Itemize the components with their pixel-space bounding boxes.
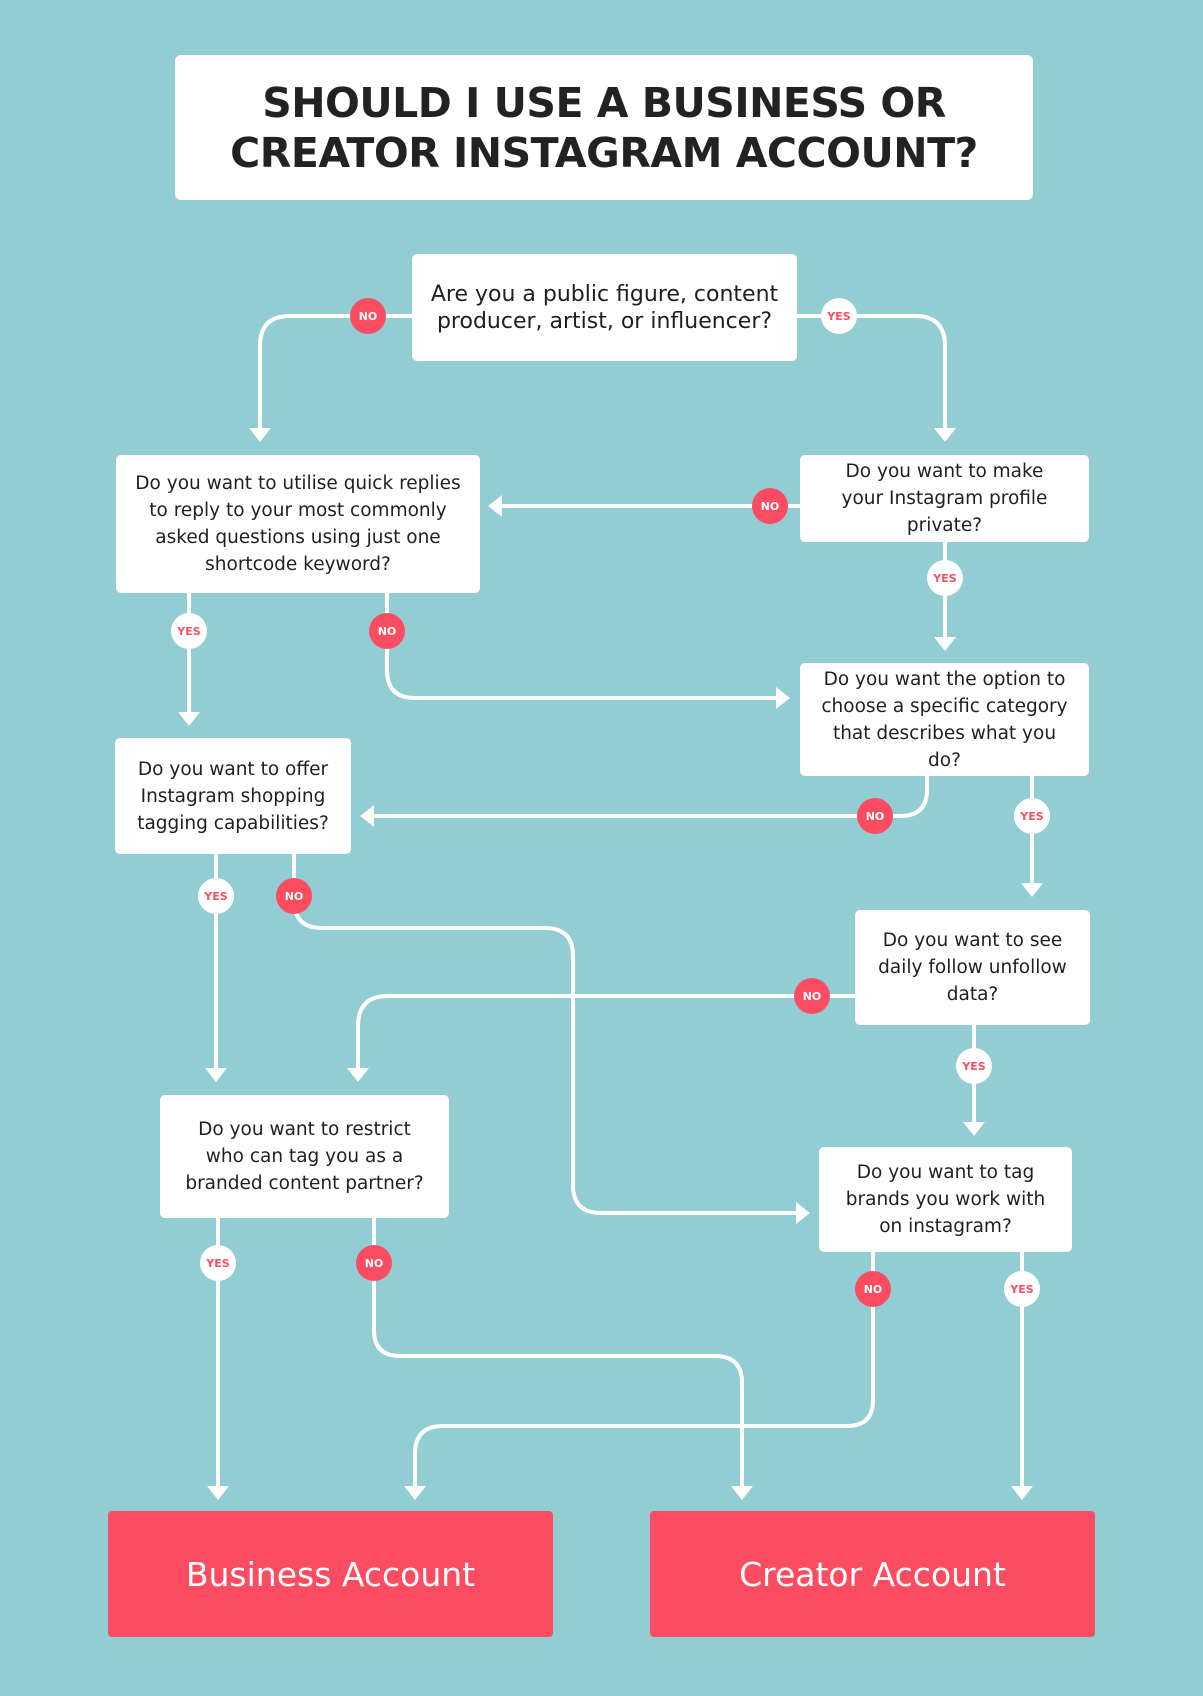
badge-no: NO bbox=[752, 488, 788, 524]
arrowhead-icon bbox=[205, 1068, 227, 1082]
arrowhead-icon bbox=[934, 637, 956, 651]
svg-text:NO: NO bbox=[359, 310, 378, 323]
question-text: Do you want to offer Instagram shopping … bbox=[137, 758, 329, 834]
arrowhead-icon bbox=[1021, 883, 1043, 897]
connector-q6-no bbox=[356, 994, 857, 1072]
question-follow-unfollow: Do you want to see daily follow unfollow… bbox=[855, 910, 1090, 1025]
svg-text:NO: NO bbox=[864, 1283, 883, 1296]
arrowhead-icon bbox=[731, 1486, 753, 1500]
svg-text:YES: YES bbox=[203, 890, 227, 903]
connector-q5-no bbox=[292, 852, 804, 1215]
svg-text:YES: YES bbox=[932, 572, 956, 585]
svg-text:NO: NO bbox=[365, 1257, 384, 1270]
arrowhead-icon bbox=[207, 1486, 229, 1500]
badge-no: NO bbox=[356, 1245, 392, 1281]
badge-yes: YES bbox=[198, 878, 234, 914]
svg-text:YES: YES bbox=[961, 1060, 985, 1073]
svg-text:NO: NO bbox=[761, 500, 780, 513]
arrowhead-icon bbox=[178, 712, 200, 726]
connector-q7-no bbox=[372, 1216, 744, 1492]
svg-text:YES: YES bbox=[1019, 810, 1043, 823]
arrowhead-icon bbox=[347, 1068, 369, 1082]
badge-no: NO bbox=[794, 978, 830, 1014]
arrowhead-icon bbox=[934, 428, 956, 442]
question-text: Do you want the option to choose a speci… bbox=[821, 668, 1068, 771]
badge-yes: YES bbox=[1014, 798, 1050, 834]
arrowhead-icon bbox=[963, 1122, 985, 1136]
question-text: Are you a public figure, content produce… bbox=[430, 281, 779, 334]
badge-no: NO bbox=[276, 878, 312, 914]
svg-text:NO: NO bbox=[803, 990, 822, 1003]
question-text: Do you want to utilise quick replies to … bbox=[135, 473, 461, 575]
svg-text:NO: NO bbox=[866, 810, 885, 823]
svg-text:YES: YES bbox=[826, 310, 850, 323]
question-category: Do you want the option to choose a speci… bbox=[800, 663, 1089, 776]
question-private-profile: Do you want to make your Instagram profi… bbox=[800, 455, 1089, 542]
question-text: Do you want to make your Instagram profi… bbox=[841, 461, 1048, 536]
connector-q4-no bbox=[368, 774, 929, 818]
badge-no: NO bbox=[350, 298, 386, 334]
question-text: Do you want to tag brands you work with … bbox=[845, 1162, 1046, 1237]
title-box: SHOULD I USE A BUSINESS OR CREATOR INSTA… bbox=[175, 55, 1033, 200]
arrowhead-icon bbox=[404, 1486, 426, 1500]
title-line-2: CREATOR INSTAGRAM ACCOUNT? bbox=[230, 128, 978, 177]
badge-no: NO bbox=[369, 613, 405, 649]
arrowhead-icon bbox=[360, 805, 374, 827]
badge-no: NO bbox=[855, 1271, 891, 1307]
title-line-1: SHOULD I USE A BUSINESS OR bbox=[262, 78, 946, 127]
badge-yes: YES bbox=[171, 613, 207, 649]
connector-q1-yes bbox=[795, 314, 947, 434]
connector-q3-no bbox=[385, 591, 782, 700]
question-public-figure: Are you a public figure, content produce… bbox=[412, 254, 797, 361]
arrowhead-icon bbox=[249, 428, 271, 442]
question-quick-replies: Do you want to utilise quick replies to … bbox=[116, 455, 480, 593]
svg-text:NO: NO bbox=[285, 890, 304, 903]
svg-text:YES: YES bbox=[1009, 1283, 1033, 1296]
outcome-business-account: Business Account bbox=[108, 1511, 553, 1637]
svg-text:YES: YES bbox=[176, 625, 200, 638]
outcome-creator-account: Creator Account bbox=[650, 1511, 1095, 1637]
arrowhead-icon bbox=[796, 1202, 810, 1224]
connector-q1-no bbox=[258, 314, 414, 434]
badge-no: NO bbox=[857, 798, 893, 834]
question-text: Do you want to restrict who can tag you … bbox=[185, 1119, 424, 1194]
arrowhead-icon bbox=[1011, 1486, 1033, 1500]
badge-yes: YES bbox=[821, 298, 857, 334]
badge-yes: YES bbox=[956, 1048, 992, 1084]
question-tag-brands: Do you want to tag brands you work with … bbox=[819, 1147, 1072, 1252]
svg-text:YES: YES bbox=[205, 1257, 229, 1270]
badge-yes: YES bbox=[200, 1245, 236, 1281]
arrowhead-icon bbox=[488, 495, 502, 517]
badge-yes: YES bbox=[927, 560, 963, 596]
question-shopping-tagging: Do you want to offer Instagram shopping … bbox=[115, 738, 351, 854]
svg-text:NO: NO bbox=[378, 625, 397, 638]
connector-q8-no bbox=[413, 1250, 875, 1492]
arrowhead-icon bbox=[776, 687, 790, 709]
badge-yes: YES bbox=[1004, 1271, 1040, 1307]
question-text: Do you want to see daily follow unfollow… bbox=[878, 930, 1067, 1005]
question-branded-content: Do you want to restrict who can tag you … bbox=[160, 1095, 449, 1218]
